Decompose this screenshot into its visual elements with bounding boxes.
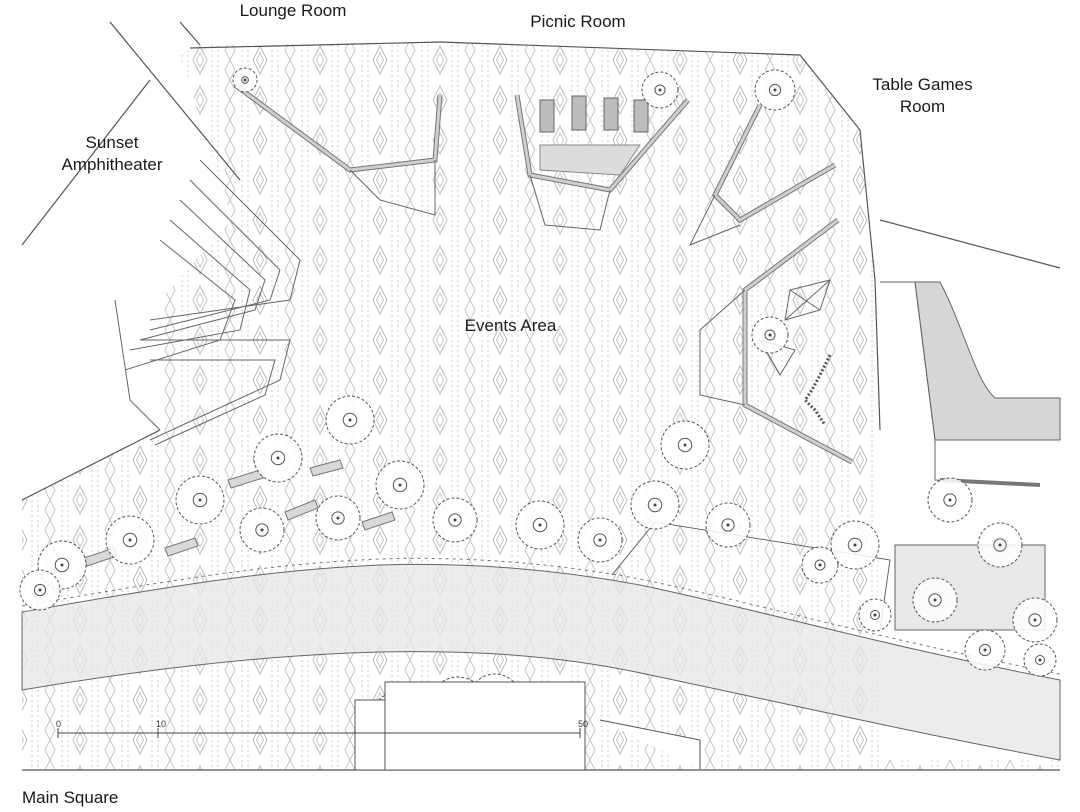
tree-icon xyxy=(754,69,796,111)
sunset-amphitheater-label-line1: Sunset xyxy=(85,133,139,152)
tree-icon xyxy=(315,495,361,541)
scale-tick-10: 10 xyxy=(156,719,166,729)
tree-icon xyxy=(912,577,958,623)
tree-icon xyxy=(432,497,478,543)
amphitheater-tiers xyxy=(114,159,301,446)
scale-bar: 0 10 50 xyxy=(56,719,588,738)
main-square-label: Main Square xyxy=(22,788,119,807)
tree-icon xyxy=(577,517,623,563)
tree-icon xyxy=(175,475,225,525)
tree-icon xyxy=(1023,643,1057,677)
sunset-amphitheater-label-line2: Amphitheater xyxy=(61,155,163,174)
tree-icon xyxy=(515,500,565,550)
water-feature xyxy=(880,281,1061,487)
scale-tick-0: 0 xyxy=(56,719,61,729)
tree-icon xyxy=(253,433,303,483)
benches xyxy=(83,459,396,567)
tree-icon xyxy=(660,420,710,470)
tree-icon xyxy=(105,515,155,565)
tree-icon xyxy=(630,480,680,530)
tree-icon xyxy=(232,67,258,93)
play-area-wall xyxy=(699,218,854,465)
tree-icon xyxy=(858,598,892,632)
promenade xyxy=(21,557,1061,761)
tree-icon xyxy=(19,569,61,611)
picnic-room-wall xyxy=(514,94,690,231)
south-buildings xyxy=(354,681,701,771)
tree-icon xyxy=(705,502,751,548)
lounge-room-label: Lounge Room xyxy=(239,1,347,20)
lounge-room-wall xyxy=(233,82,443,216)
tree-icon xyxy=(927,477,973,523)
tree-icon xyxy=(325,395,375,445)
events-area-label: Events Area xyxy=(464,316,557,335)
table-games-room-wall xyxy=(688,103,837,246)
tree-icon xyxy=(801,546,839,584)
tree-icon xyxy=(977,522,1023,568)
table-games-room-label-line2: Room xyxy=(899,97,946,116)
tree-icon xyxy=(964,629,1006,671)
tree-icon xyxy=(751,316,789,354)
tree-icon xyxy=(641,71,679,109)
tree-icon xyxy=(239,507,285,553)
tree-icon xyxy=(375,460,425,510)
tree-icon xyxy=(1012,597,1058,643)
table-games-room-label-line1: Table Games xyxy=(872,75,973,94)
scale-tick-50: 50 xyxy=(578,719,588,729)
picnic-room-label: Picnic Room xyxy=(530,12,626,31)
tree-icon xyxy=(830,520,880,570)
